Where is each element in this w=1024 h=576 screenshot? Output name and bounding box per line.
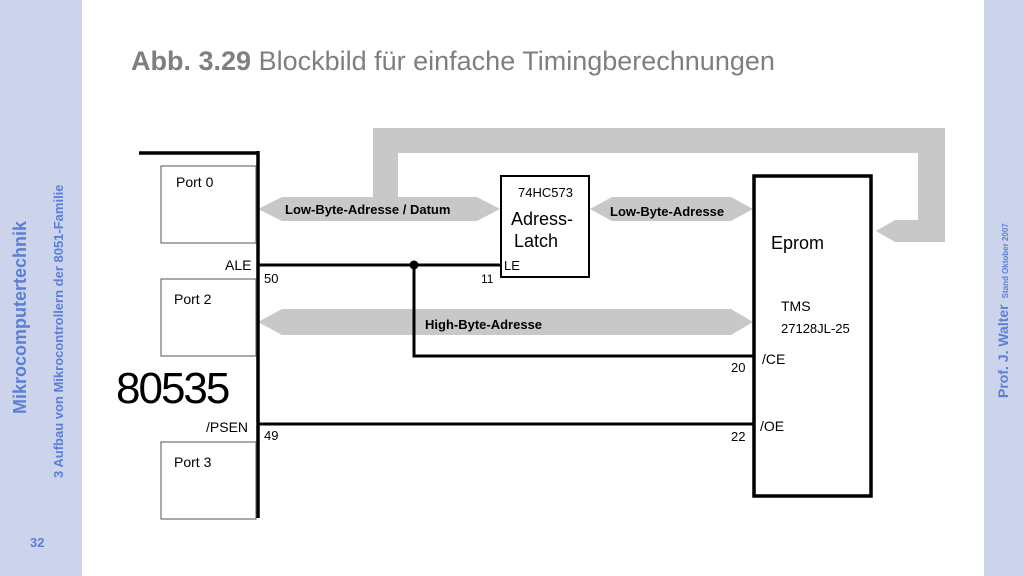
low-byte-data-bus-label: Low-Byte-Adresse / Datum: [285, 202, 450, 217]
eprom-label: Eprom: [771, 233, 824, 253]
figure-caption: Blockbild für einfache Timingberechnunge…: [258, 46, 775, 76]
port0-box: [160, 165, 257, 244]
psen-label: /PSEN: [206, 419, 248, 435]
low-byte-address-bus-label: Low-Byte-Adresse: [610, 204, 724, 219]
high-byte-address-bus-label: High-Byte-Adresse: [425, 317, 542, 332]
eprom-box: [752, 174, 873, 498]
oe-label: /OE: [760, 418, 784, 434]
ale-pin: 50: [264, 271, 278, 286]
ce-label: /CE: [762, 351, 785, 367]
ce-pin: 20: [731, 360, 745, 375]
port2-label: Port 2: [174, 291, 212, 307]
ale-label: ALE: [225, 257, 251, 273]
low-byte-data-bus: [258, 197, 500, 221]
data-feedback-bus: [373, 128, 945, 242]
latch-name-line1: Adress-: [511, 209, 573, 229]
page-title: Abb. 3.29 Blockbild für einfache Timingb…: [131, 46, 775, 77]
latch-part-number: 74HC573: [518, 185, 573, 200]
figure-number: Abb. 3.29: [131, 46, 252, 76]
eprom-maker: TMS: [781, 298, 811, 314]
address-latch-box: [500, 175, 590, 278]
latch-le-pin: 11: [481, 272, 494, 286]
latch-le-label: LE: [504, 258, 520, 273]
oe-pin: 22: [731, 429, 745, 444]
page-number: 32: [30, 535, 45, 550]
ale-to-ce-line: [412, 265, 754, 358]
port3-box: [160, 441, 257, 520]
port3-label: Port 3: [174, 454, 212, 470]
latch-name-line2: Latch: [514, 231, 558, 251]
left-sidebar: [0, 0, 82, 576]
port0-label: Port 0: [176, 174, 214, 190]
low-byte-address-bus: [590, 197, 753, 221]
high-byte-address-bus: [258, 309, 753, 335]
mcu-label: 80535: [116, 364, 229, 413]
psen-pin: 49: [264, 428, 278, 443]
port2-box: [160, 278, 257, 357]
eprom-part-number: 27128JL-25: [781, 321, 850, 336]
right-sidebar: [984, 0, 1024, 576]
